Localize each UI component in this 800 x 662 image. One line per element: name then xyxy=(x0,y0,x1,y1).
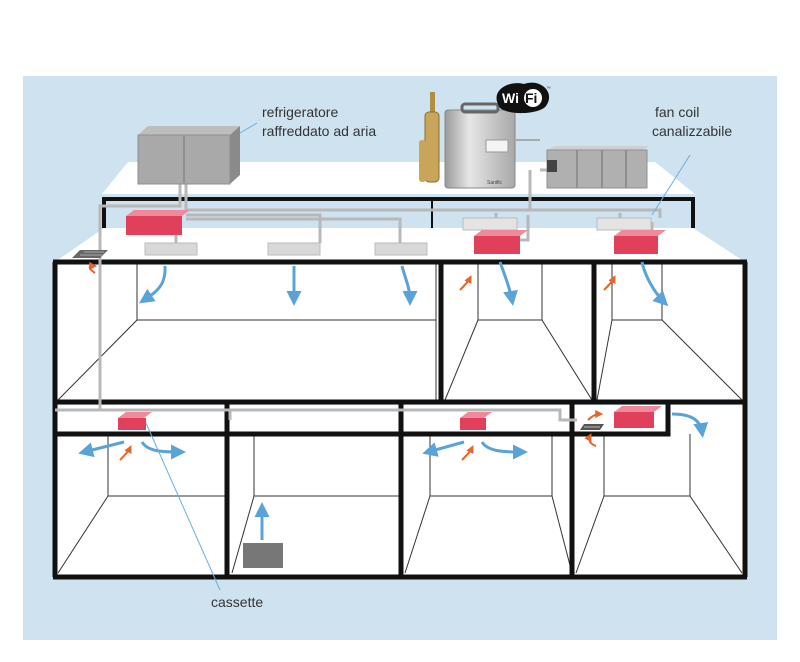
cassette-label: cassette xyxy=(211,594,263,610)
wifi-tm: ™ xyxy=(546,86,551,92)
wifi-fi-text: Fi xyxy=(525,90,537,106)
chiller-label-line2: raffreddato ad aria xyxy=(262,123,376,139)
chiller-icon xyxy=(137,126,240,185)
device-brand: Sanific xyxy=(487,180,503,186)
fan-coil-icon xyxy=(546,146,650,189)
lower-units xyxy=(118,406,662,568)
cassette-icon xyxy=(118,412,152,430)
wifi-icon: Wi Fi ™ xyxy=(496,82,551,114)
fancoil-label-line1: fan coil xyxy=(655,104,699,120)
sanitizer-device-icon: Sanific xyxy=(419,92,540,189)
return-arrows xyxy=(88,262,616,461)
chiller-label-line1: refrigeratore xyxy=(262,104,338,120)
fancoil-label-line2: canalizzabile xyxy=(652,123,732,139)
leader-lines xyxy=(145,122,691,591)
wifi-wi-text: Wi xyxy=(502,90,519,106)
grille-icon xyxy=(72,250,108,258)
upper-units xyxy=(72,210,666,258)
airflow-arrows xyxy=(78,261,709,540)
